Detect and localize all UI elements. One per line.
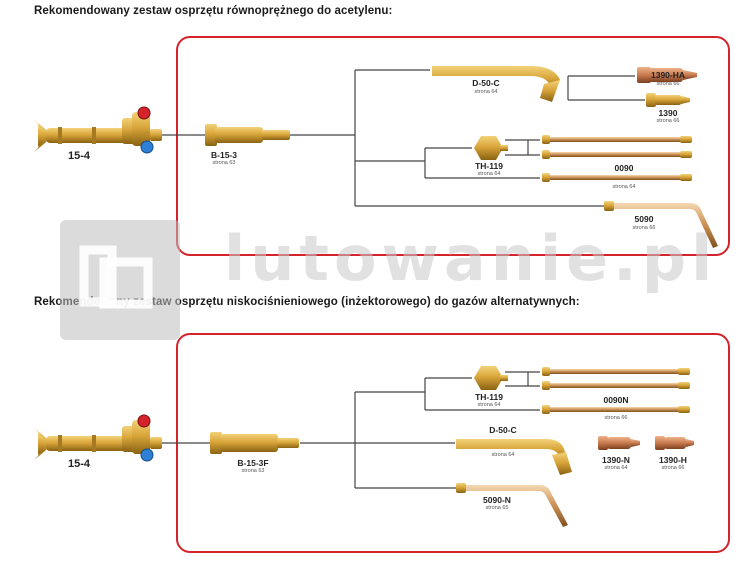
- section1-heading: Rekomendowany zestaw osprzętu równoprężn…: [34, 5, 393, 17]
- section1-d50c-ref: strona 64: [474, 89, 498, 95]
- section1-d50c-label: D-50-C: [472, 78, 500, 88]
- section1-1390ha-label: 1390-HA: [650, 70, 686, 80]
- section2-torch-icon: [34, 414, 162, 462]
- section2-connector-ref: strona 63: [241, 468, 265, 474]
- section2-d50c-part-icon: [456, 439, 572, 475]
- section2-5090n-ref: strona 65: [485, 505, 509, 511]
- section1-5090-part-icon: [604, 201, 718, 248]
- section2-torch-label: 15-4: [68, 458, 91, 470]
- section2-1390h-ref: strona 66: [661, 465, 685, 471]
- section2-connector-label: B-15-3F: [237, 458, 269, 468]
- section2-1390n-part-icon: [598, 436, 640, 450]
- section2-0090n-label: 0090N: [603, 395, 629, 405]
- section1-connector-ref: strona 63: [212, 160, 236, 166]
- section1-0090-label: 0090: [614, 163, 634, 173]
- section1-0090-tubes-icon: [542, 135, 692, 182]
- section1-torch-label: 15-4: [68, 150, 91, 162]
- section1-1390ha-ref: strona 66: [656, 81, 680, 87]
- section2-5090n-part-icon: [456, 483, 568, 527]
- section1-5090-ref: strona 66: [632, 225, 656, 231]
- section2-1390h-part-icon: [655, 436, 694, 450]
- section2-0090n-tubes-icon: [542, 367, 690, 414]
- section1-connector-lines: [160, 69, 645, 207]
- section2-0090n-ref: strona 66: [604, 415, 628, 421]
- section2-th119-label: TH-119: [475, 392, 503, 402]
- section1-0090-ref: strona 64: [612, 184, 636, 190]
- section2-d50c-label: D-50-C: [489, 425, 517, 435]
- section1-1390-label: 1390: [658, 108, 678, 118]
- section2-connector-part-icon: [210, 432, 299, 454]
- section2-d50c-ref: strona 64: [491, 452, 515, 458]
- section2-th119-ref: strona 64: [477, 402, 501, 408]
- section1-connector-label: B-15-3: [211, 150, 237, 160]
- section2-th119-part-icon: [474, 366, 508, 390]
- section1-connector-part-icon: [205, 124, 290, 146]
- section2-1390n-ref: strona 64: [604, 465, 628, 471]
- section2-5090n-label: 5090-N: [483, 495, 511, 505]
- section1-torch-icon: [34, 106, 162, 154]
- section2-1390h-label: 1390-H: [659, 455, 687, 465]
- section2-1390n-label: 1390-N: [602, 455, 630, 465]
- section1-1390ha-part-icon: [637, 67, 697, 83]
- section1-th119-label: TH-119: [475, 161, 503, 171]
- section1-th119-ref: strona 64: [477, 171, 501, 177]
- section1-1390-part-icon: [646, 93, 690, 107]
- section2-connector-lines: [160, 371, 540, 489]
- section1-1390-ref: strona 66: [656, 118, 680, 124]
- section1-5090-label: 5090: [634, 214, 654, 224]
- watermark-text: lutowanie.pl: [224, 222, 718, 295]
- section1-d50c-part-icon: [432, 66, 560, 102]
- section1-th119-part-icon: [474, 136, 508, 160]
